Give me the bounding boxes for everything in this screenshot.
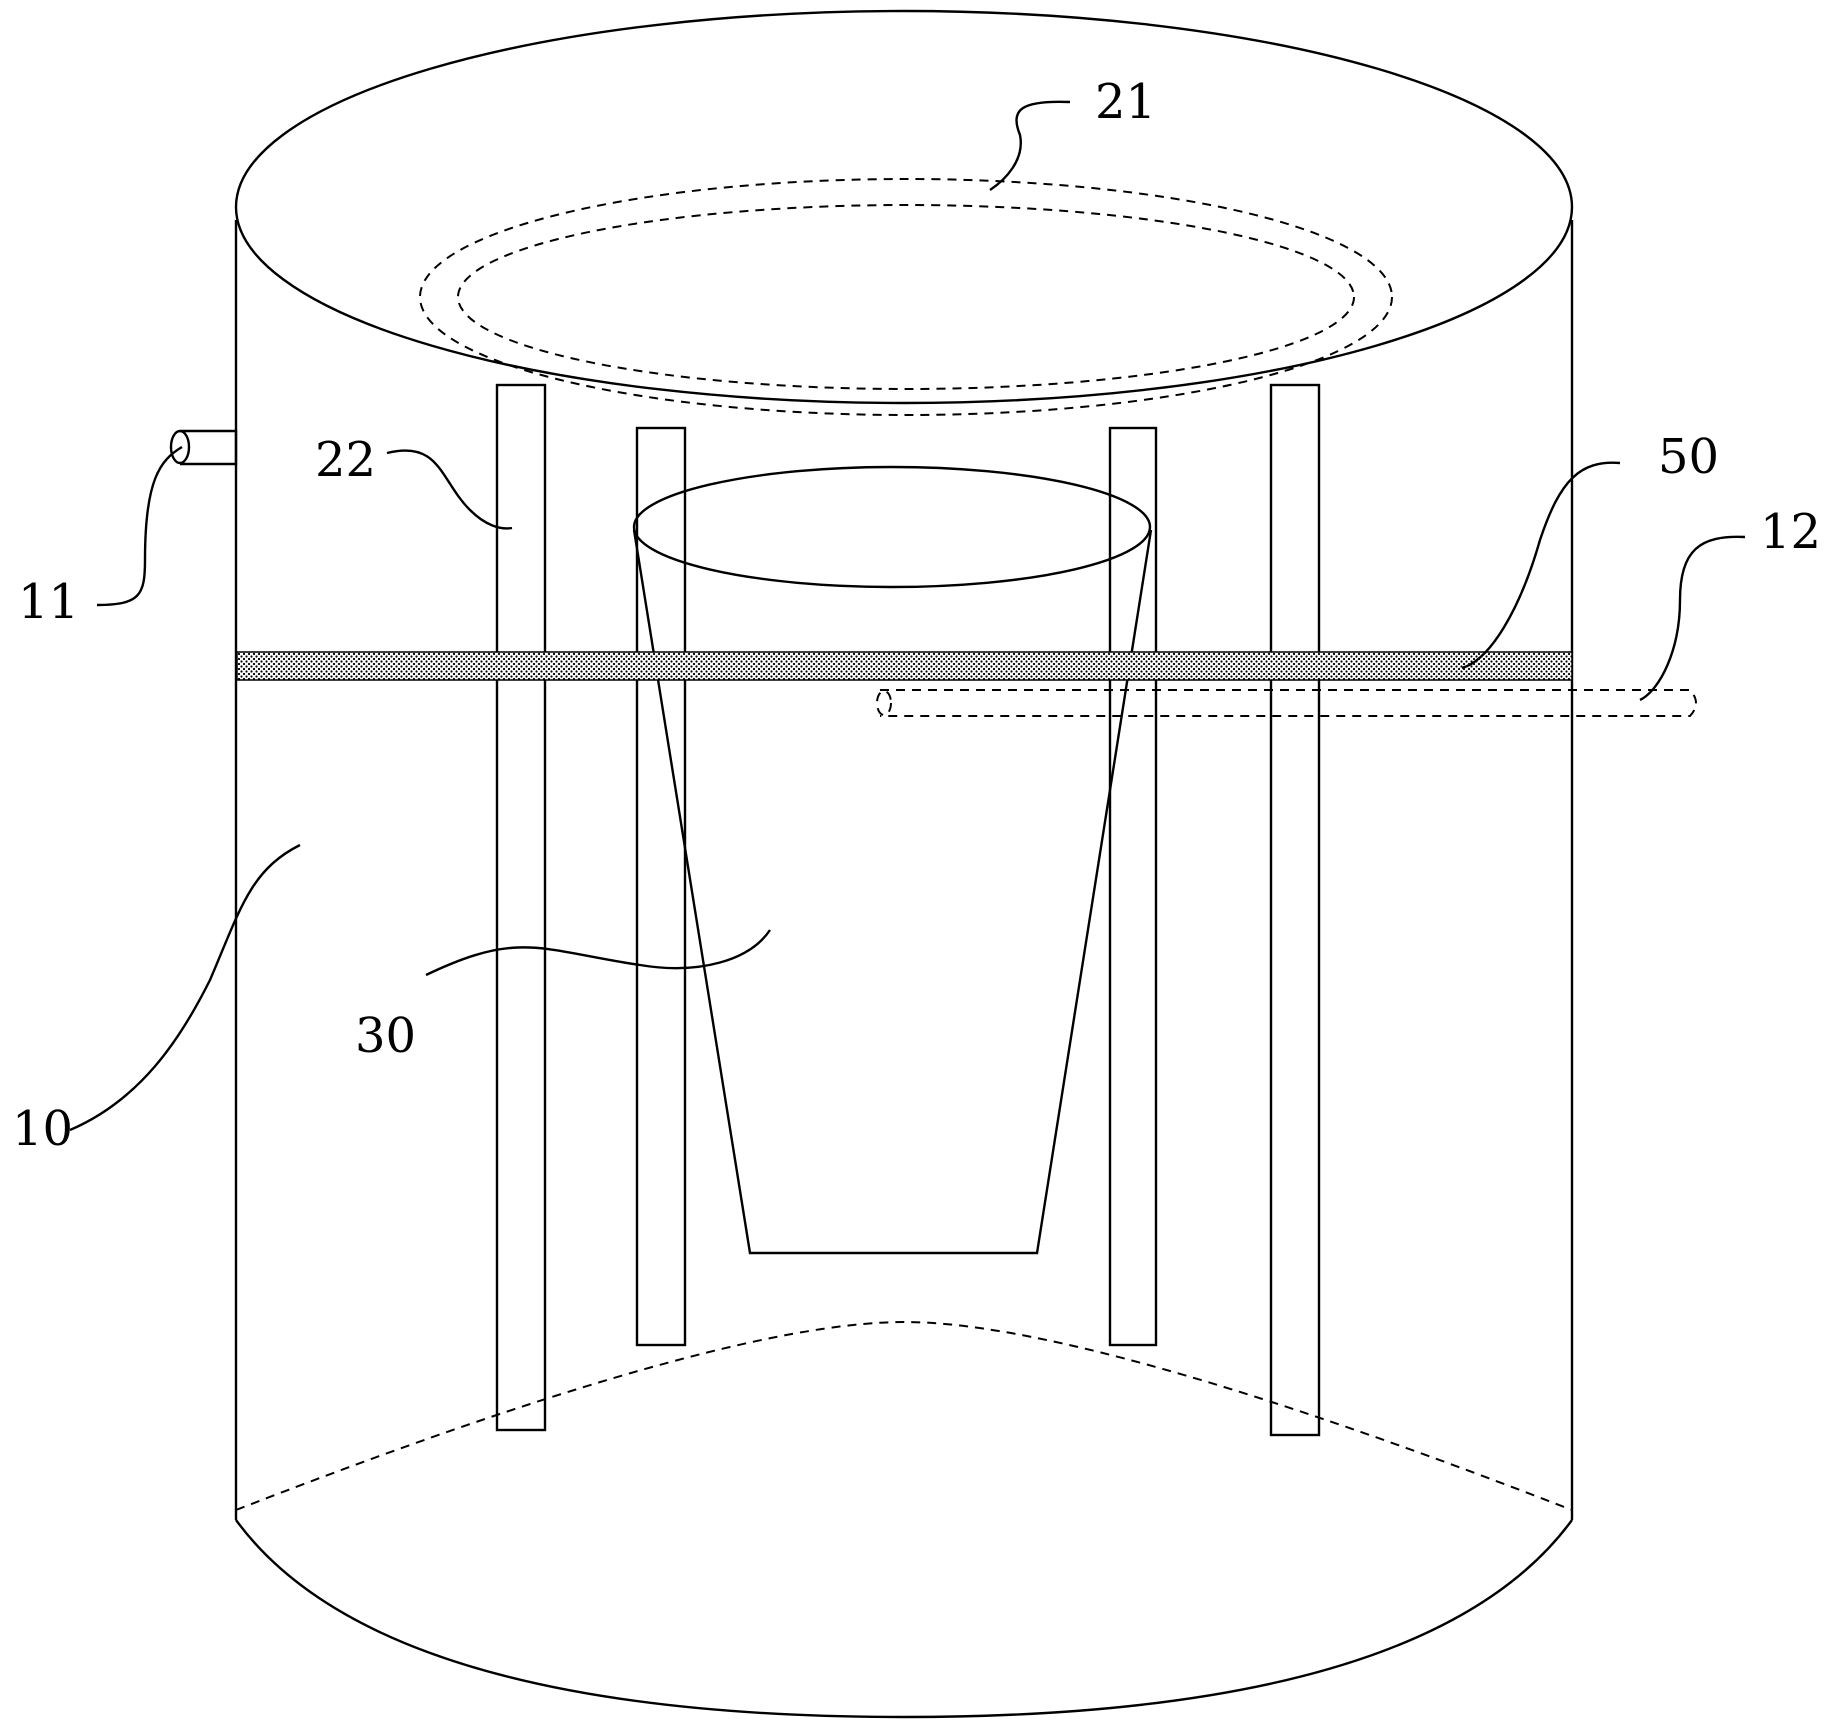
leader-22 xyxy=(386,449,513,530)
leader-50 xyxy=(1461,461,1621,670)
leader-lines xyxy=(69,100,1746,1132)
label-12: 12 xyxy=(1760,504,1821,560)
vessel-bottom-back xyxy=(235,1320,1573,1511)
label-21: 21 xyxy=(1095,74,1156,130)
label-22: 22 xyxy=(315,432,376,488)
rod-back-left xyxy=(635,426,687,1347)
crucible xyxy=(632,465,1153,1255)
crucible-body xyxy=(632,529,1153,1255)
label-50: 50 xyxy=(1658,429,1719,485)
rod-front-right xyxy=(1269,383,1321,1437)
inlet-pipe xyxy=(169,429,238,466)
leader-11 xyxy=(96,445,183,607)
leader-10 xyxy=(69,843,301,1132)
label-10: 10 xyxy=(12,1101,73,1157)
support-rods xyxy=(495,383,1321,1437)
label-30: 30 xyxy=(355,1008,416,1064)
leader-12 xyxy=(1639,535,1746,702)
leader-21 xyxy=(989,100,1071,191)
vessel-bottom-front xyxy=(235,1519,1573,1719)
outer-vessel xyxy=(234,9,1574,1719)
vessel-top-rim xyxy=(234,9,1574,405)
filter-layer xyxy=(236,651,1573,681)
reference-numerals: 21 22 11 50 12 30 10 xyxy=(12,74,1821,1157)
rod-back-right xyxy=(1108,426,1158,1347)
crucible-rim xyxy=(632,465,1152,589)
leader-30 xyxy=(425,929,771,977)
label-11: 11 xyxy=(18,574,79,630)
inner-ring xyxy=(419,178,1393,416)
ring-inner-edge xyxy=(457,204,1355,390)
rod-front-left xyxy=(495,383,547,1432)
outlet-pipe xyxy=(876,689,1697,717)
ring-outer-edge xyxy=(419,178,1393,416)
